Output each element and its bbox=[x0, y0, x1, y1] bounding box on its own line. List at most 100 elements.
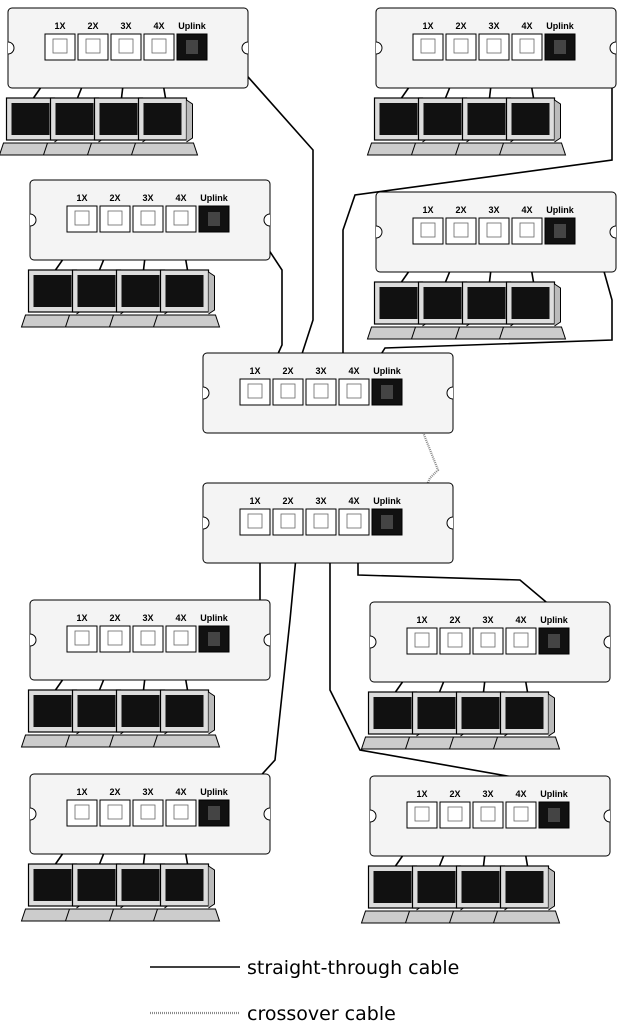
computer-icon bbox=[42, 97, 111, 156]
monitor-screen bbox=[417, 697, 456, 729]
port-jack bbox=[519, 38, 535, 54]
port-label: 2X bbox=[455, 21, 466, 31]
port-jack bbox=[486, 222, 502, 238]
crossover-legend-label: crossover cable bbox=[247, 1003, 396, 1025]
port-jack bbox=[453, 222, 469, 238]
port-jack bbox=[247, 383, 263, 399]
port-label: 2X bbox=[449, 615, 460, 625]
port-4 bbox=[505, 801, 537, 829]
port-jack bbox=[140, 210, 156, 226]
port-2 bbox=[99, 205, 131, 233]
port-label: 4X bbox=[515, 615, 526, 625]
mount-notch bbox=[609, 225, 617, 239]
computers bbox=[0, 97, 567, 924]
uplink-port-label: Uplink bbox=[200, 787, 228, 797]
port-label: 4X bbox=[348, 366, 359, 376]
monitor-screen bbox=[467, 287, 506, 319]
keyboard bbox=[152, 734, 221, 748]
port-jack bbox=[118, 38, 134, 54]
mount-notch bbox=[603, 809, 611, 823]
port-1 bbox=[66, 799, 98, 827]
port-label: 1X bbox=[54, 21, 65, 31]
port-2 bbox=[439, 801, 471, 829]
mount-notch bbox=[369, 635, 377, 649]
port-jack bbox=[453, 38, 469, 54]
uplink-port-label: Uplink bbox=[200, 613, 228, 623]
port-2 bbox=[445, 33, 477, 61]
mount-notch bbox=[375, 225, 383, 239]
mount-notch bbox=[263, 213, 271, 227]
port-jack bbox=[140, 804, 156, 820]
keyboard bbox=[492, 910, 561, 924]
monitor-screen bbox=[121, 869, 160, 901]
uplink-port-label: Uplink bbox=[540, 789, 568, 799]
computer-icon bbox=[152, 863, 221, 922]
monitor-screen bbox=[77, 869, 116, 901]
port-3 bbox=[132, 205, 164, 233]
mount-notch bbox=[29, 213, 37, 227]
port-2 bbox=[439, 627, 471, 655]
mount-notch bbox=[375, 41, 383, 55]
port-label: 4X bbox=[515, 789, 526, 799]
port-jack bbox=[173, 804, 189, 820]
port-jack bbox=[107, 804, 123, 820]
port-3 bbox=[305, 378, 337, 406]
mount-notch bbox=[7, 41, 15, 55]
computer-icon bbox=[410, 97, 479, 156]
monitor-screen bbox=[33, 695, 72, 727]
computer-icon bbox=[366, 97, 435, 156]
port-jack bbox=[346, 383, 362, 399]
port-jack bbox=[447, 806, 463, 822]
mount-notch bbox=[29, 633, 37, 647]
port-3 bbox=[132, 625, 164, 653]
mount-notch bbox=[263, 633, 271, 647]
uplink-jack bbox=[554, 224, 566, 238]
monitor-screen bbox=[461, 697, 500, 729]
port-4 bbox=[511, 217, 543, 245]
port-label: 2X bbox=[455, 205, 466, 215]
port-label: 3X bbox=[488, 205, 499, 215]
port-label: 3X bbox=[482, 615, 493, 625]
port-label: 4X bbox=[153, 21, 164, 31]
monitor-screen bbox=[423, 287, 462, 319]
uplink-port-label: Uplink bbox=[373, 366, 401, 376]
port-4 bbox=[338, 378, 370, 406]
uplink-port-label: Uplink bbox=[546, 205, 574, 215]
port-3 bbox=[472, 801, 504, 829]
port-4 bbox=[165, 799, 197, 827]
monitor-screen bbox=[511, 103, 550, 135]
port-label: 2X bbox=[87, 21, 98, 31]
port-jack bbox=[74, 210, 90, 226]
port-jack bbox=[107, 630, 123, 646]
port-3 bbox=[305, 508, 337, 536]
monitor-screen bbox=[379, 103, 418, 135]
port-label: 4X bbox=[175, 613, 186, 623]
port-label: 4X bbox=[521, 21, 532, 31]
uplink-port-label: Uplink bbox=[200, 193, 228, 203]
port-label: 1X bbox=[416, 789, 427, 799]
port-2 bbox=[99, 799, 131, 827]
port-jack bbox=[414, 806, 430, 822]
port-jack bbox=[420, 38, 436, 54]
monitor-screen bbox=[505, 871, 544, 903]
port-jack bbox=[280, 513, 296, 529]
port-2 bbox=[445, 217, 477, 245]
computer-icon bbox=[498, 281, 567, 340]
port-1 bbox=[412, 217, 444, 245]
port-3 bbox=[478, 33, 510, 61]
mount-notch bbox=[446, 516, 454, 530]
port-label: 2X bbox=[109, 193, 120, 203]
port-label: 4X bbox=[521, 205, 532, 215]
port-label: 3X bbox=[488, 21, 499, 31]
port-2 bbox=[272, 378, 304, 406]
monitor-screen bbox=[77, 695, 116, 727]
port-1 bbox=[239, 378, 271, 406]
port-jack bbox=[480, 632, 496, 648]
port-4 bbox=[511, 33, 543, 61]
port-1 bbox=[66, 625, 98, 653]
